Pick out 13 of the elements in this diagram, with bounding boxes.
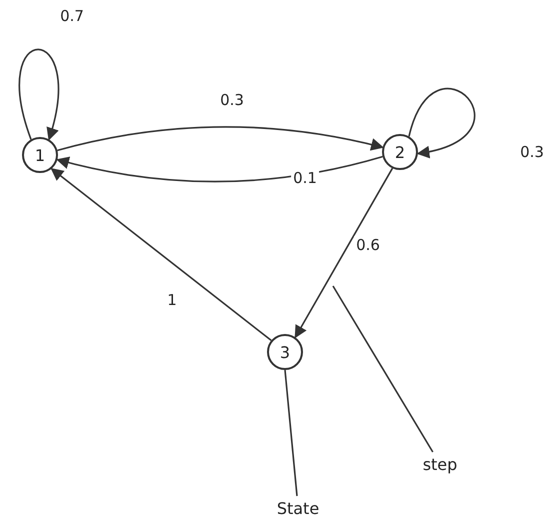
arrow [56, 156, 383, 182]
state-circle: 3 [267, 334, 303, 370]
arrow [408, 88, 476, 158]
arrow [294, 168, 394, 338]
state-circle: 1 [22, 137, 58, 173]
arrow [50, 168, 272, 342]
arrow [18, 48, 60, 141]
arrow [57, 126, 384, 152]
state-circle: 2 [382, 134, 418, 170]
leader-line [284, 370, 298, 496]
leader-line [332, 286, 434, 452]
annotation-text: step [415, 452, 465, 476]
annotation-text: State [268, 496, 328, 520]
